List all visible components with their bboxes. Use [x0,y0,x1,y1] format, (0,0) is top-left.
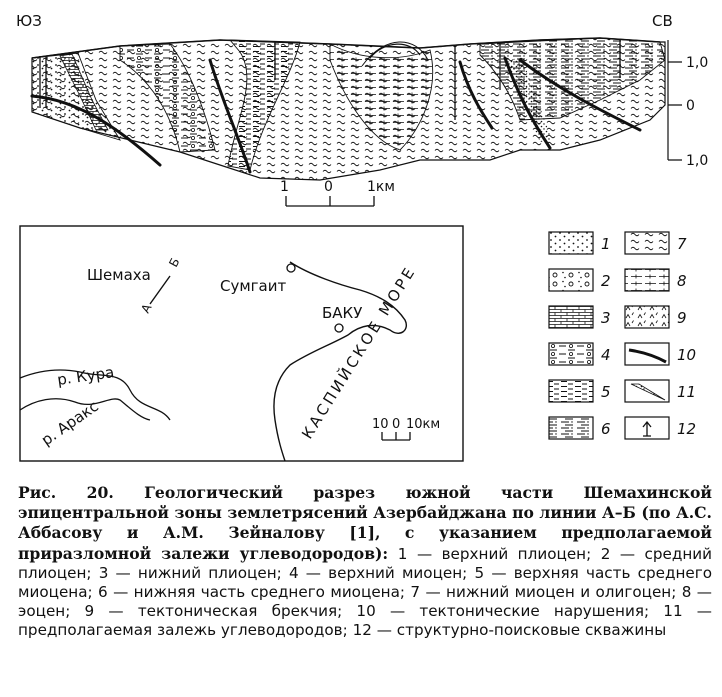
legend-swatch-6 [548,416,594,440]
legend-number-4: 4 [601,346,611,364]
coastline [273,261,407,462]
legend-number-9: 9 [677,309,687,327]
section-deposit [505,58,552,142]
map-label-shemakha: Шемаха [87,266,151,284]
legend-fault-mark [628,348,667,364]
legend-swatch-8 [624,268,670,292]
legend-swatch-3 [548,305,594,329]
river-araks-line [19,398,151,421]
figure-caption: Рис. 20. Геологический разрез южной част… [18,483,712,641]
map-scale-tick-1: 10 [372,417,389,432]
section-scale-tick-0: 0 [324,179,333,195]
section-scale-bar: 1 0 1км [280,179,395,207]
legend-deposit-mark [630,383,666,401]
section-surface [31,37,661,59]
section-arch-2 [361,41,429,67]
legend-swatch-7 [624,231,670,255]
city-sumgait-marker [286,263,296,273]
section-faults [30,56,642,174]
section-wells [39,40,621,120]
elevation-tick-top: 1,0 [686,55,708,71]
geologic-section: ЮЗ СВ 1,0 0 1,0 1 0 1км [16,12,708,207]
elevation-tick-bottom: 1,0 [686,153,708,169]
elevation-axis: 1,0 0 1,0 [667,40,708,169]
map-label-sumgait: Сумгаит [220,277,286,295]
legend-swatch-2 [548,268,594,292]
legend-number-2: 2 [601,272,611,290]
legend-swatch-4 [548,342,594,366]
section-anticline [329,43,434,151]
legend-number-5: 5 [601,383,611,401]
legend-number-12: 12 [677,420,696,438]
map-scale-bar: 10 0 10км [372,417,440,441]
section-scale-tick-2: 1км [367,179,395,195]
river-kura-line [19,369,171,421]
legend-number-10: 10 [677,346,696,364]
map-label-baku: БАКУ [322,304,362,322]
section-line-ab [149,275,171,305]
caption-legend: 1 — верхний плиоцен; 2 — средний плиоцен… [18,544,713,640]
legend-number-6: 6 [601,420,611,438]
figure: ЮЗ СВ 1,0 0 1,0 1 0 1км Шемаха Б А [16,12,708,462]
section-brick-band [59,53,109,131]
legend-number-3: 3 [601,309,611,327]
legend-number-8: 8 [677,272,687,290]
section-fold-2 [227,39,301,171]
section-arch [369,43,421,59]
direction-right: СВ [652,12,673,30]
map-scale-tick-0: 0 [392,417,400,432]
legend-number-1: 1 [601,235,611,253]
legend-number-11: 11 [677,383,696,401]
caption-title: Рис. 20. Геологический разрез южной част… [18,483,712,563]
legend-swatch-5 [548,379,594,403]
direction-left: ЮЗ [16,12,42,30]
map-scale-tick-2: 10км [406,417,440,432]
section-fold-1 [119,43,216,153]
legend-well-icon [642,420,652,437]
section-scale-tick-1: 1 [280,179,289,195]
legend-number-7: 7 [677,235,687,253]
elevation-tick-zero: 0 [686,98,695,114]
legend-swatch-9 [624,305,670,329]
location-map: Шемаха Б А Сумгаит БАКУ КАСПИЙСКОЕ МОРЕ … [19,225,464,462]
legend-swatch-1 [548,231,594,255]
city-baku-marker [334,323,344,333]
